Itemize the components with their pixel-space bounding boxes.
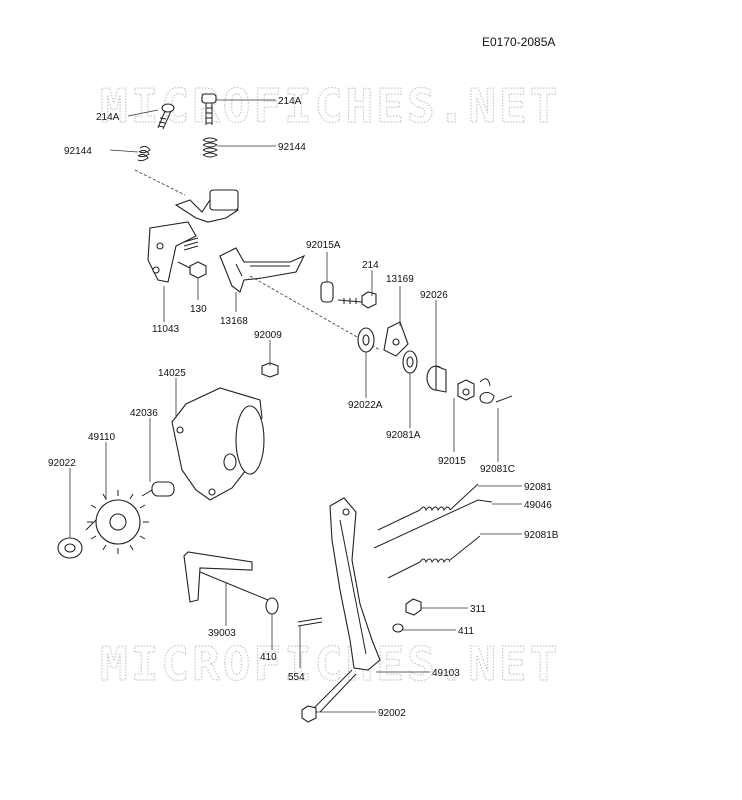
label-410: 410 bbox=[260, 652, 277, 663]
part-92081b-spring bbox=[387, 535, 481, 579]
label-14025: 14025 bbox=[158, 368, 186, 379]
part-411-clip bbox=[392, 623, 404, 633]
label-92022: 92022 bbox=[48, 458, 76, 469]
part-92081-spring bbox=[377, 483, 479, 531]
label-214a-right: 214A bbox=[278, 96, 302, 107]
part-554-pin bbox=[297, 617, 323, 627]
part-130-bolt bbox=[177, 261, 207, 279]
label-214a-left: 214A bbox=[96, 112, 120, 123]
watermark-top: MICROFICHES.NET bbox=[100, 79, 560, 133]
label-39003: 39003 bbox=[208, 628, 236, 639]
label-49046: 49046 bbox=[524, 500, 552, 511]
part-92022-washer bbox=[57, 537, 83, 559]
label-92022a: 92022A bbox=[348, 400, 383, 411]
part-311-nut bbox=[405, 598, 422, 616]
part-49103-arm bbox=[329, 497, 381, 671]
part-13169-plate bbox=[383, 321, 409, 357]
label-92015a: 92015A bbox=[306, 240, 341, 251]
label-92081a: 92081A bbox=[386, 430, 421, 441]
diagram-code: E0170-2085A bbox=[482, 35, 555, 49]
part-92015-nut bbox=[457, 379, 475, 401]
part-control-bracket bbox=[147, 189, 239, 283]
part-214a-screw-left bbox=[157, 103, 175, 130]
part-214-screw bbox=[337, 291, 377, 309]
label-130: 130 bbox=[190, 304, 207, 315]
part-92026-collar bbox=[426, 365, 447, 393]
label-214: 214 bbox=[362, 260, 379, 271]
label-49110: 49110 bbox=[88, 432, 116, 443]
label-92144-left: 92144 bbox=[64, 146, 92, 157]
label-554: 554 bbox=[288, 672, 305, 683]
part-49110-gear bbox=[85, 490, 149, 554]
label-92026: 92026 bbox=[420, 290, 448, 301]
label-92081c: 92081C bbox=[480, 464, 515, 475]
label-49103: 49103 bbox=[432, 668, 460, 679]
label-92009: 92009 bbox=[254, 330, 282, 341]
part-92144-spring-left bbox=[137, 145, 151, 162]
part-214a-screw-right bbox=[201, 93, 217, 125]
label-13168: 13168 bbox=[220, 316, 248, 327]
part-92002-bolt bbox=[301, 669, 357, 723]
part-42036-pin bbox=[141, 481, 175, 497]
part-92144-spring-right bbox=[202, 137, 219, 158]
part-39003-lever bbox=[183, 551, 269, 603]
part-92081a-washer bbox=[402, 350, 418, 374]
label-92144-right: 92144 bbox=[278, 142, 306, 153]
label-92015: 92015 bbox=[438, 456, 466, 467]
part-92081c-spring bbox=[479, 378, 513, 404]
label-11043: 11043 bbox=[152, 324, 180, 335]
part-410-washer bbox=[265, 597, 279, 615]
label-42036: 42036 bbox=[130, 408, 158, 419]
label-311: 311 bbox=[470, 604, 486, 615]
part-92015a-pin bbox=[320, 281, 334, 303]
label-411: 411 bbox=[458, 626, 474, 637]
label-92081: 92081 bbox=[524, 482, 552, 493]
watermark-bottom: MICROFICHES.NET bbox=[100, 637, 560, 691]
label-92081b: 92081B bbox=[524, 530, 559, 541]
label-13169: 13169 bbox=[386, 274, 414, 285]
part-92022a-washer bbox=[357, 327, 375, 353]
part-49046-rod bbox=[373, 499, 493, 549]
part-14025-bracket bbox=[171, 387, 265, 501]
label-92002: 92002 bbox=[378, 708, 406, 719]
part-13168-lever bbox=[219, 247, 306, 293]
